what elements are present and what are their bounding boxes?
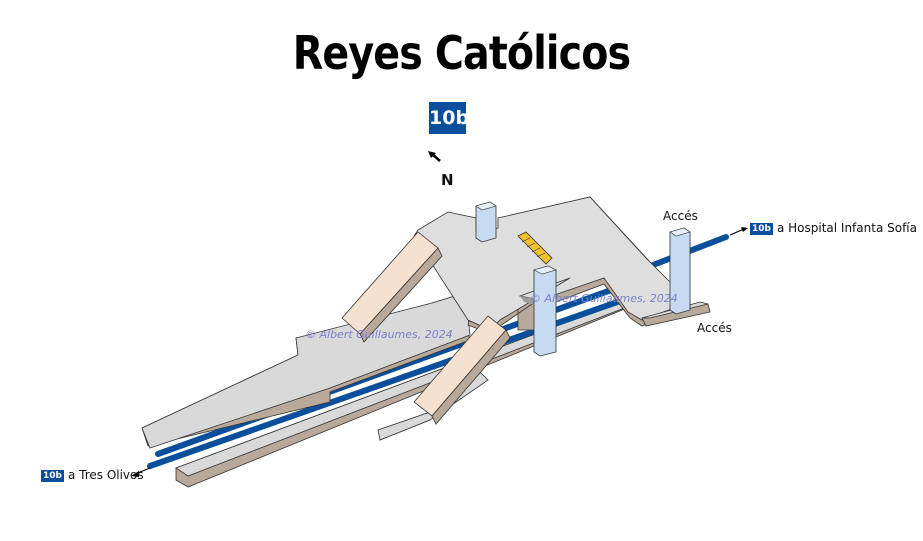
station-title: Reyes Católicos [292,26,631,80]
access-label-north: Accés [663,209,698,223]
destination-west-text: a Tres Olivos [67,468,144,482]
elevator-north [475,201,497,243]
arrow-west-icon [131,467,151,477]
watermark: © Albert Guillaumes, 2024 [305,328,453,341]
arrow-east-icon [729,227,748,236]
stairs-yellow [517,231,553,265]
destination-east-text: a Hospital Infanta Sofía [776,221,917,235]
watermark: © Albert Guillaumes, 2024 [530,292,678,305]
line-badge-small: 10b [41,470,64,482]
elevator-east [669,227,691,315]
elevator-center [533,265,557,357]
line-badge: 10b [429,102,469,134]
concourse [413,196,693,336]
north-arrow-icon [428,151,441,162]
line-badge-small: 10b [750,223,773,235]
stair-ramp-south [413,315,511,425]
stair-ramp-west [341,231,443,343]
north-label: N [441,171,454,189]
access-label-south: Accés [697,321,732,335]
